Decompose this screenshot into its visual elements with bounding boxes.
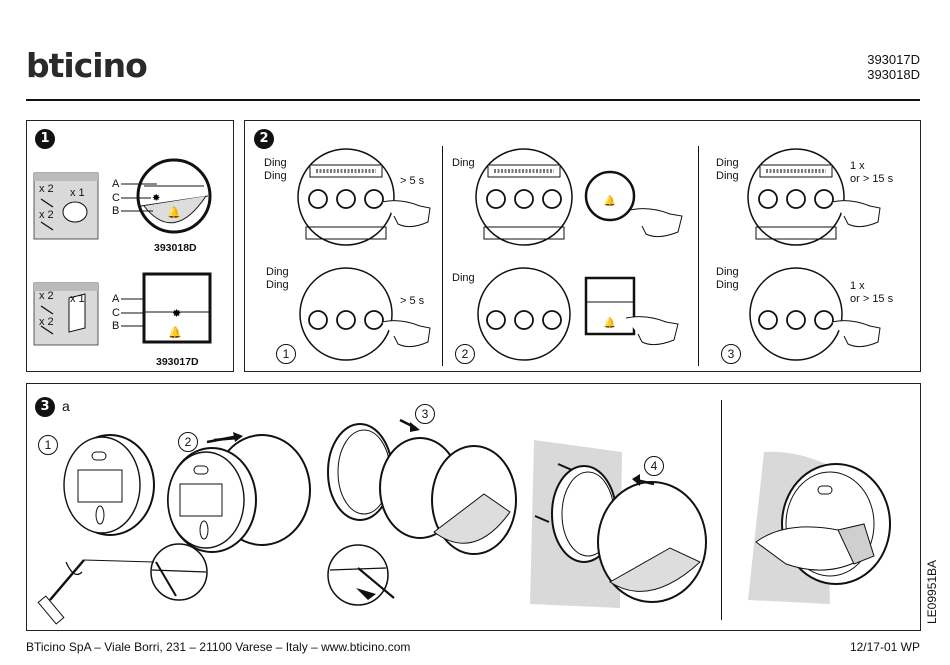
- chime-sound: Ding Ding: [716, 157, 739, 182]
- model-square-label: 393017D: [156, 356, 199, 368]
- product-codes: 393017D 393018D: [867, 52, 920, 82]
- step3-panel: [26, 383, 921, 631]
- label-leaders: [121, 183, 157, 212]
- step1-number: 1: [35, 129, 55, 149]
- svg-text:🔔: 🔔: [168, 326, 182, 339]
- press-duration: > 5 s: [400, 295, 425, 307]
- device-wall-mount: [551, 465, 707, 603]
- company-address: BTicino SpA – Viale Borri, 231 – 21100 V…: [26, 640, 411, 654]
- qty-screws: x 2: [39, 183, 54, 195]
- step3-sub-label: a: [62, 398, 70, 414]
- brand-logo: bticino: [26, 46, 148, 85]
- device-exploded-view: [327, 423, 517, 555]
- svg-text:🔔: 🔔: [604, 195, 616, 207]
- step2-panel: [244, 120, 921, 372]
- receiver-unit-bottom: [477, 267, 571, 361]
- label-c: C: [112, 307, 120, 319]
- device-opening-view: [167, 434, 311, 553]
- panel-divider: [721, 400, 722, 620]
- hand-icon: [625, 316, 679, 346]
- label-a: A: [112, 293, 120, 305]
- accessory-bag-round: [33, 172, 99, 240]
- revision-date: 12/17-01 WP: [849, 640, 920, 654]
- chime-sound: Ding Ding: [716, 266, 739, 291]
- sequence-index: 3: [415, 404, 435, 424]
- model-round-label: 393018D: [154, 242, 197, 254]
- chime-sound: Ding Ding: [264, 157, 287, 182]
- hand-icon: [831, 200, 881, 228]
- arrow-icon: [206, 432, 243, 444]
- svg-text:🔔: 🔔: [167, 206, 181, 219]
- sequence-index: 3: [721, 344, 741, 364]
- qty-plugs: x 2: [39, 316, 54, 328]
- product-code: 393017D: [867, 52, 920, 67]
- screwdriver-icon: [37, 543, 208, 625]
- label-leaders: [121, 298, 143, 327]
- receiver-unit-bottom: [299, 267, 393, 361]
- device-wall-removal: [755, 463, 891, 585]
- label-b: B: [112, 320, 120, 332]
- step1-panel: [26, 120, 234, 372]
- receiver-unit-top: [297, 148, 395, 246]
- qty-plugs: x 2: [39, 209, 54, 221]
- product-code: 393018D: [867, 67, 920, 82]
- sequence-index: 1: [276, 344, 296, 364]
- hand-icon: [629, 208, 683, 238]
- hand-icon: [381, 320, 431, 348]
- sequence-index: 2: [178, 432, 198, 452]
- sequence-index: 4: [644, 456, 664, 476]
- header-divider: [26, 99, 920, 101]
- press-duration: 1 x or > 15 s: [850, 160, 894, 185]
- round-pushbutton: 🔔: [584, 170, 636, 222]
- column-divider: [698, 146, 699, 366]
- square-chime-device: 🔔 ✸: [142, 272, 212, 344]
- svg-text:✸: ✸: [172, 308, 181, 320]
- step3-number: 3: [35, 397, 55, 417]
- qty-part: x 1: [70, 293, 85, 305]
- qty-screws: x 2: [39, 290, 54, 302]
- screwdriver-detail: [327, 544, 395, 606]
- chime-sound: Ding: [452, 272, 475, 284]
- label-a: A: [112, 178, 120, 190]
- column-divider: [442, 146, 443, 366]
- receiver-unit-top: [747, 148, 845, 246]
- receiver-unit-top: [475, 148, 573, 246]
- chime-sound: Ding Ding: [266, 266, 289, 291]
- arrow-icon: [399, 418, 420, 432]
- hand-icon: [381, 200, 431, 228]
- bolt-screw-icon: [534, 515, 550, 523]
- document-code: LE09951BA: [925, 559, 939, 624]
- arrow-icon: [632, 474, 655, 486]
- svg-text:✸: ✸: [152, 193, 160, 204]
- label-b: B: [112, 205, 120, 217]
- hand-icon: [831, 320, 881, 348]
- bolt-screw-icon: [557, 463, 573, 471]
- square-pushbutton: 🔔: [584, 276, 636, 336]
- svg-text:🔔: 🔔: [604, 317, 616, 329]
- label-c: C: [112, 192, 120, 204]
- press-duration: > 5 s: [400, 175, 425, 187]
- sequence-index: 1: [38, 435, 58, 455]
- round-chime-device: 🔔 ✸: [136, 158, 212, 234]
- accessory-bag-square: [33, 282, 99, 346]
- step2-number: 2: [254, 129, 274, 149]
- press-duration: 1 x or > 15 s: [850, 280, 894, 305]
- qty-part: x 1: [70, 187, 85, 199]
- device-back-view: [63, 434, 155, 536]
- receiver-unit-bottom: [749, 267, 843, 361]
- sequence-index: 2: [455, 344, 475, 364]
- chime-sound: Ding: [452, 157, 475, 169]
